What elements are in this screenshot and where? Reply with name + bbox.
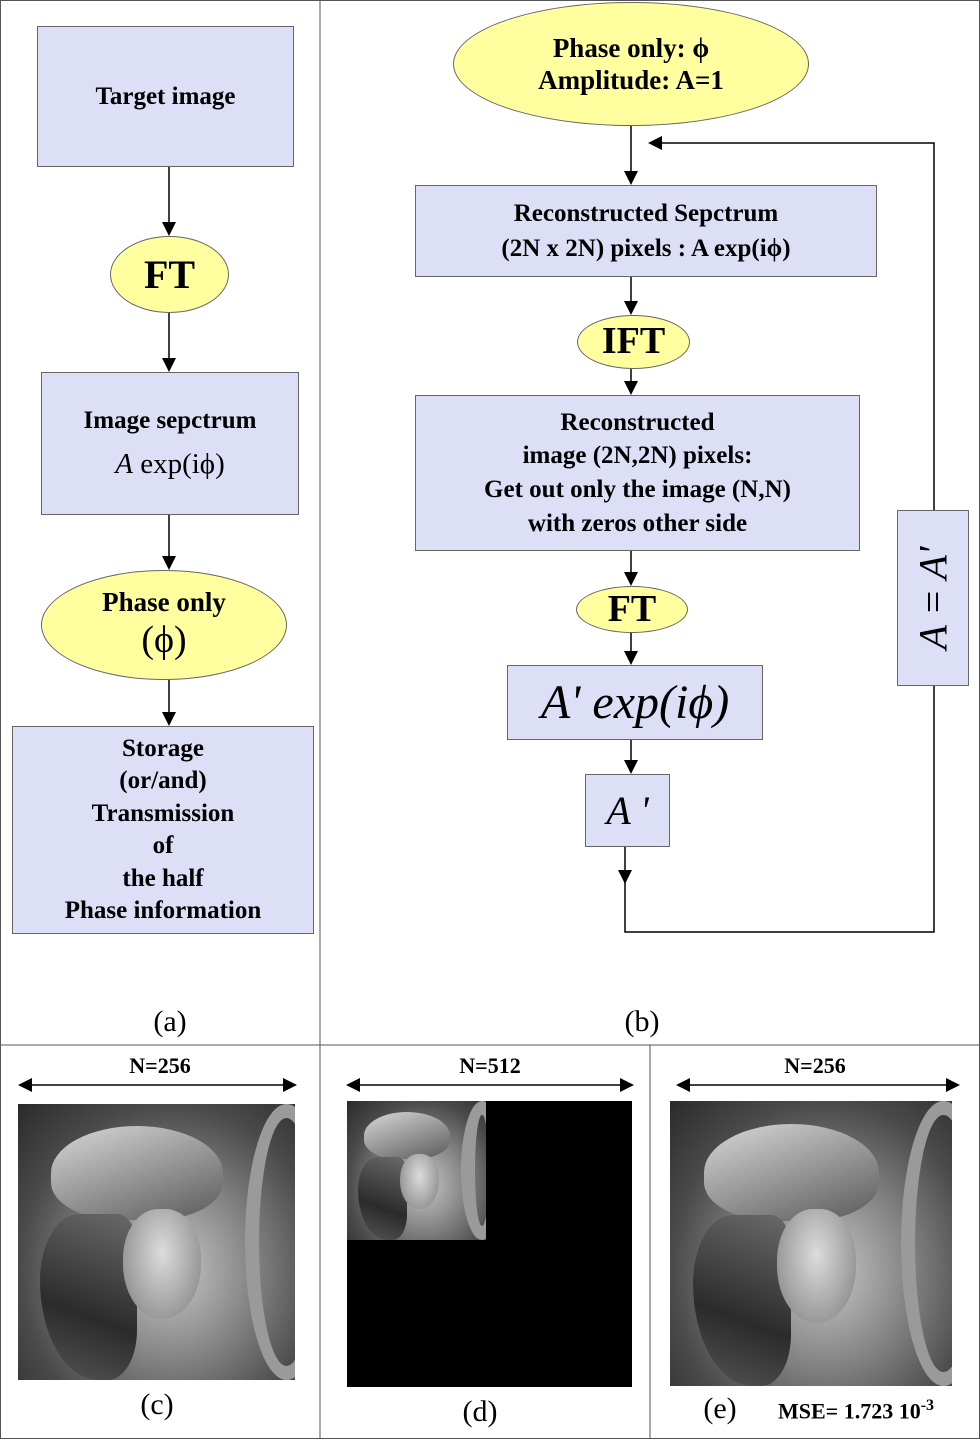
reconstructed-spectrum-box: Reconstructed Sepctrum (2N x 2N) pixels … [415, 185, 877, 277]
target-image-box: Target image [37, 26, 294, 167]
reconstructed-image-box: Reconstructed image (2N,2N) pixels: Get … [415, 395, 860, 551]
caption-a: (a) [153, 1005, 187, 1038]
phase-symbol: (ϕ) [141, 619, 187, 662]
spectrum-amplitude: A [115, 447, 133, 480]
caption-e: (e) [703, 1392, 737, 1425]
n-label-e: N=256 [784, 1053, 846, 1078]
target-image-label: Target image [95, 83, 236, 110]
caption-b: (b) [624, 1005, 660, 1038]
phase-only-node-a: Phase only (ϕ) [41, 570, 287, 680]
a-prime-exp-label: A' exp(iϕ) [540, 675, 730, 729]
panel-b-arrows [618, 125, 935, 933]
n-label-c: N=256 [129, 1053, 191, 1078]
n-label-d: N=512 [459, 1053, 521, 1078]
reconstructed-photo [670, 1101, 952, 1386]
feedback-box: A = A' [897, 510, 969, 686]
mse-label: MSE= 1.723 10-3 [778, 1397, 935, 1424]
mse-exponent: -3 [920, 1397, 935, 1414]
ift-node: IFT [577, 315, 690, 369]
ft-node-b: FT [576, 586, 688, 633]
target-image-photo [18, 1104, 295, 1380]
a-prime-label: A ' [606, 787, 649, 833]
start-phase-node: Phase only: ϕ Amplitude: A=1 [453, 2, 809, 126]
a-prime-box: A ' [585, 774, 670, 847]
caption-c: (c) [140, 1388, 174, 1421]
caption-d: (d) [462, 1395, 498, 1428]
image-spectrum-title: Image sepctrum [83, 406, 257, 434]
start-phase-line: Phase only: ϕ [552, 32, 710, 63]
storage-box: Storage (or/and) Transmission of the hal… [12, 726, 314, 934]
a-prime-exp-box: A' exp(iϕ) [507, 665, 763, 740]
start-amplitude-line: Amplitude: A=1 [538, 65, 724, 95]
feedback-label: A = A' [910, 546, 955, 650]
image-spectrum-box: Image sepctrum A exp(iϕ) [41, 372, 299, 515]
ft-node-a: FT [110, 236, 229, 313]
phase-only-label: Phase only [102, 587, 226, 617]
reconstructed-spectrum-size: (2N x 2N) pixels : A exp(iϕ) [501, 235, 791, 262]
reconstructed-spectrum-title: Reconstructed Sepctrum [513, 200, 779, 227]
zero-padded-photo [347, 1101, 486, 1240]
spectrum-exponential: exp(iϕ) [140, 447, 225, 480]
